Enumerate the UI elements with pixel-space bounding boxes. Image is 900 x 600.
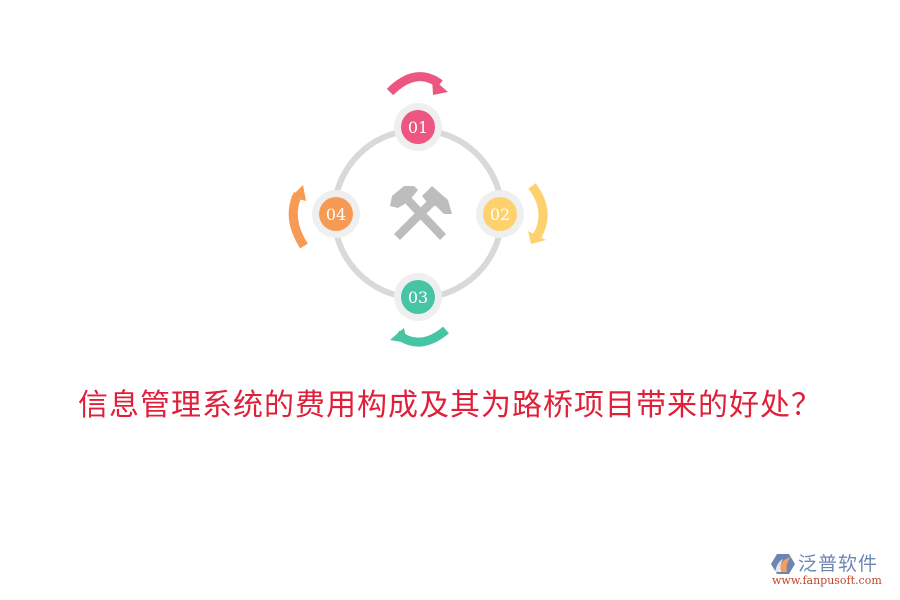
arrow-01-icon (386, 72, 448, 96)
logo-url: www.fanpusoft.com (772, 574, 882, 587)
page-title: 信息管理系统的费用构成及其为路桥项目带来的好处？ (78, 388, 822, 423)
node-03-label: 03 (408, 288, 428, 307)
arrow-02-icon (528, 183, 548, 244)
node-04-label: 04 (326, 205, 346, 224)
logo-name: 泛普软件 (798, 553, 879, 575)
node-01: 01 (394, 103, 442, 151)
node-01-label: 01 (408, 118, 428, 137)
node-04: 04 (312, 190, 360, 238)
cycle-diagram: 01 02 03 04 (288, 72, 548, 347)
fanpu-logo-icon (771, 554, 795, 574)
node-02-label: 02 (490, 205, 510, 224)
node-03: 03 (394, 273, 442, 321)
brand-logo[interactable]: 泛普软件 www.fanpusoft.com (766, 549, 896, 593)
crossed-hammers-icon (390, 186, 452, 240)
node-02: 02 (476, 190, 524, 238)
arrow-03-icon (390, 326, 449, 347)
arrow-04-icon (288, 185, 308, 249)
